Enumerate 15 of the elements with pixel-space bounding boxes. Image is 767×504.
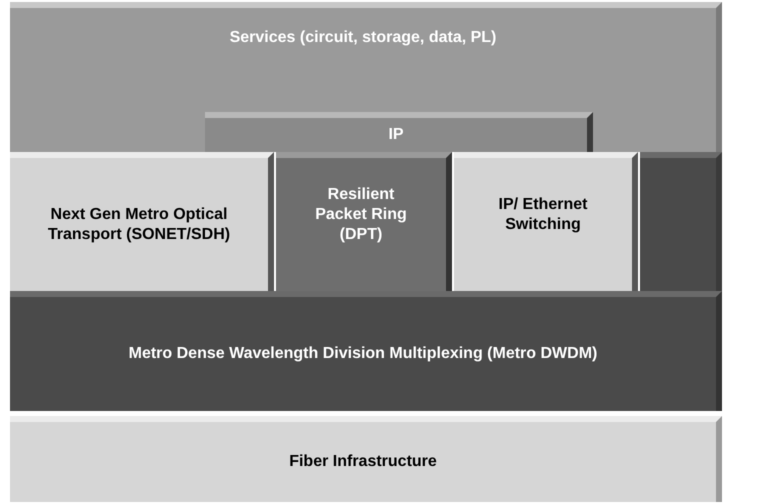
layer-label: IP (388, 125, 404, 145)
layer-label: Metro Dense Wavelength Division Multiplexing (Metro DWDM) (128, 344, 598, 364)
ring-box (276, 152, 452, 291)
layer-label: Next Gen Metro Optical Transport (SONET/SDH) (46, 204, 232, 244)
layer-label: Fiber Infrastructure (289, 452, 437, 472)
transport-box (10, 152, 274, 291)
box-block (640, 152, 722, 291)
layer-label: Resilient Packet Ring (DPT) (314, 184, 408, 244)
dwdm-layer (10, 291, 722, 411)
ip-bar (205, 112, 593, 152)
fiber-layer (10, 416, 722, 502)
switching-box (454, 152, 638, 291)
services-layer (10, 2, 722, 152)
layer-label: IP/ Ethernet Switching (498, 194, 588, 234)
layer-label: Services (circuit, storage, data, PL) (230, 28, 496, 48)
